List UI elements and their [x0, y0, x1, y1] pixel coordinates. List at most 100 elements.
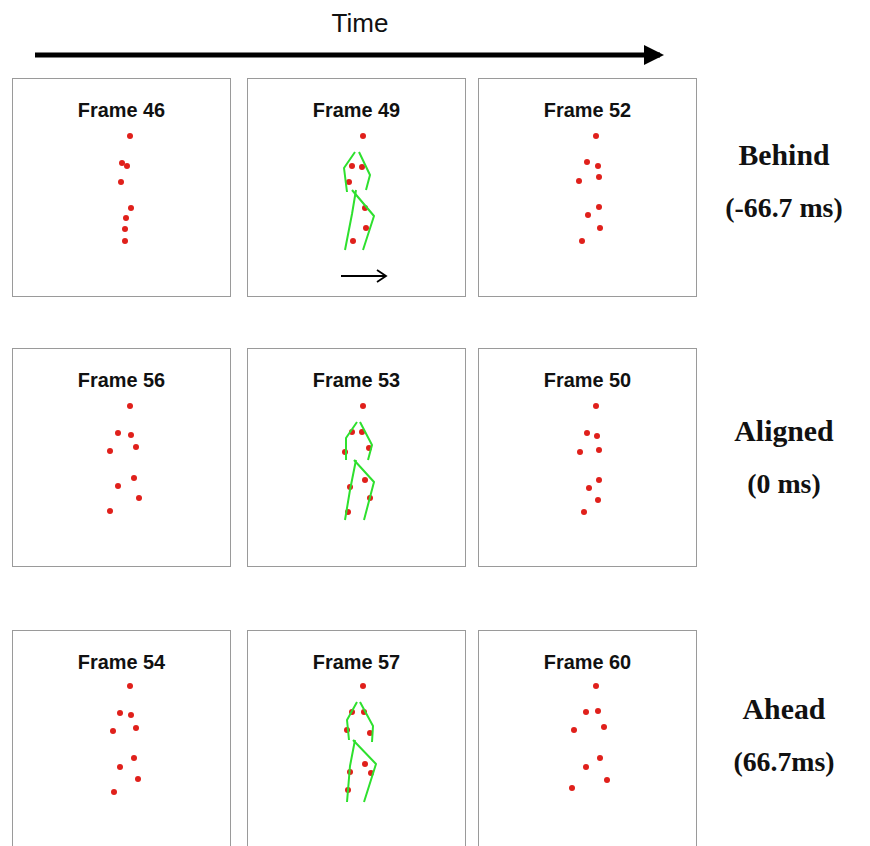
time-arrow	[35, 53, 660, 58]
skeleton-line	[360, 702, 373, 742]
frame-panel: Frame 54	[12, 630, 231, 846]
marker-dot	[576, 178, 582, 184]
marker-dot	[583, 764, 589, 770]
marker-dot	[111, 789, 117, 795]
skeleton-line	[344, 152, 355, 192]
marker-dot	[583, 709, 589, 715]
frame-number: Frame 57	[248, 651, 465, 674]
direction-arrow	[341, 270, 386, 282]
marker-dot	[131, 475, 137, 481]
marker-dot	[107, 448, 113, 454]
time-offset: (-66.7 ms)	[700, 192, 868, 224]
condition-name: Behind	[700, 138, 868, 172]
marker-dot	[579, 238, 585, 244]
marker-dot	[117, 764, 123, 770]
marker-dot	[123, 215, 129, 221]
marker-dot	[593, 683, 599, 689]
marker-dot	[127, 403, 133, 409]
skeleton-line	[359, 152, 370, 190]
marker-dot	[136, 495, 142, 501]
marker-dot	[577, 449, 583, 455]
marker-dot	[593, 403, 599, 409]
marker-dot	[596, 204, 602, 210]
skeleton-line	[347, 702, 357, 740]
frame-number: Frame 56	[13, 369, 230, 392]
marker-dot	[115, 430, 121, 436]
marker-dot	[362, 761, 368, 767]
marker-dot	[135, 776, 141, 782]
marker-dot	[363, 225, 369, 231]
marker-dot	[349, 163, 355, 169]
marker-dot	[117, 710, 123, 716]
frame-panel: Frame 49	[247, 78, 466, 297]
marker-dot	[596, 477, 602, 483]
marker-dot	[131, 755, 137, 761]
marker-dot	[360, 403, 366, 409]
time-offset: (0 ms)	[700, 468, 868, 500]
marker-dot	[115, 483, 121, 489]
frame-panel: Frame 50	[478, 348, 697, 567]
skeleton-line	[354, 460, 374, 520]
point-light-dots	[107, 133, 610, 795]
skeleton-line	[347, 740, 355, 802]
marker-dot	[597, 225, 603, 231]
marker-dot	[594, 433, 600, 439]
frame-panel: Frame 60	[478, 630, 697, 846]
marker-dot	[571, 727, 577, 733]
marker-dot	[128, 712, 134, 718]
skeleton-line	[345, 190, 356, 250]
marker-dot	[360, 683, 366, 689]
skeleton-line	[353, 740, 376, 802]
marker-dot	[122, 226, 128, 232]
marker-dot	[119, 160, 125, 166]
marker-dot	[585, 212, 591, 218]
skeleton-line	[360, 422, 372, 460]
frame-panel: Frame 57	[247, 630, 466, 846]
marker-dot	[604, 777, 610, 783]
marker-dot	[362, 477, 368, 483]
marker-dot	[118, 179, 124, 185]
stick-figure	[344, 152, 376, 802]
marker-dot	[601, 724, 607, 730]
marker-dot	[127, 133, 133, 139]
marker-dot	[128, 205, 134, 211]
frame-number: Frame 60	[479, 651, 696, 674]
marker-dot	[584, 159, 590, 165]
frame-panel: Frame 53	[247, 348, 466, 567]
condition-name: Ahead	[700, 692, 868, 726]
marker-dot	[110, 728, 116, 734]
marker-dot	[107, 508, 113, 514]
marker-dot	[596, 447, 602, 453]
frame-panel: Frame 52	[478, 78, 697, 297]
skeleton-line	[352, 190, 374, 250]
marker-dot	[350, 238, 356, 244]
frame-panel: Frame 56	[12, 348, 231, 567]
frame-number: Frame 52	[479, 99, 696, 122]
time-offset: (66.7ms)	[700, 746, 868, 778]
frame-number: Frame 50	[479, 369, 696, 392]
marker-dot	[122, 238, 128, 244]
skeleton-line	[346, 422, 357, 460]
frame-number: Frame 46	[13, 99, 230, 122]
skeleton-line	[345, 460, 356, 520]
marker-dot	[595, 497, 601, 503]
frame-number: Frame 49	[248, 99, 465, 122]
frame-number: Frame 53	[248, 369, 465, 392]
marker-dot	[124, 163, 130, 169]
marker-dot	[584, 430, 590, 436]
marker-dot	[597, 755, 603, 761]
frame-panel: Frame 46	[12, 78, 231, 297]
axis-label: Time	[300, 8, 420, 39]
marker-dot	[595, 163, 601, 169]
marker-dot	[133, 725, 139, 731]
marker-dot	[596, 174, 602, 180]
frame-number: Frame 54	[13, 651, 230, 674]
marker-dot	[595, 708, 601, 714]
marker-dot	[581, 509, 587, 515]
marker-dot	[360, 133, 366, 139]
marker-dot	[127, 683, 133, 689]
marker-dot	[586, 485, 592, 491]
marker-dot	[593, 133, 599, 139]
marker-dot	[569, 785, 575, 791]
